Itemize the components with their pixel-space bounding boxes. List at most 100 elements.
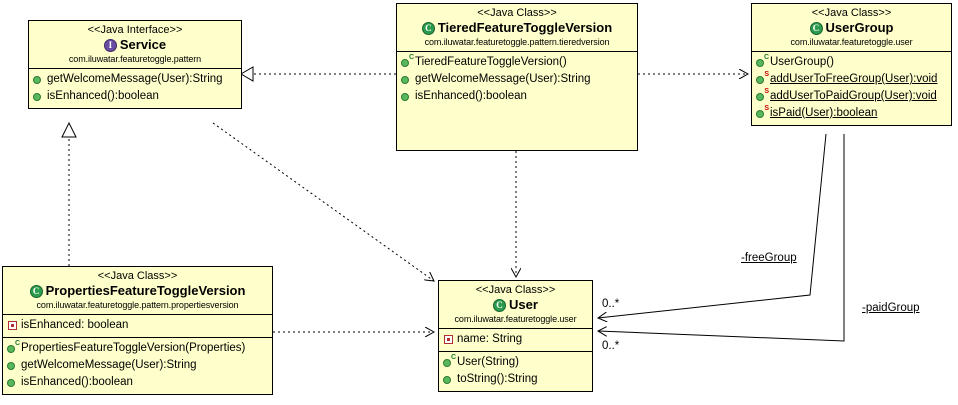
methods-compartment: C PropertiesFeatureToggleVersion(Propert… <box>3 338 272 394</box>
method-row[interactable]: getWelcomeMessage(User):String <box>29 71 241 88</box>
method-label: getWelcomeMessage(User):String <box>47 73 223 85</box>
constructor-badge: C <box>450 354 456 361</box>
method-row[interactable]: toString():String <box>439 371 592 388</box>
constructor-method-icon: C <box>7 340 20 354</box>
class-box-service[interactable]: <<Java Interface>> I Service com.iluwata… <box>28 20 242 109</box>
class-name-label: User <box>509 297 538 312</box>
method-row[interactable]: getWelcomeMessage(User):String <box>397 71 637 88</box>
method-label: User(String) <box>457 356 519 368</box>
class-header-usergroup: <<Java Class>> C UserGroup com.iluwatar.… <box>752 4 951 52</box>
class-icon: C <box>29 284 43 298</box>
static-method-icon: S <box>756 71 769 85</box>
package-label: com.iluwatar.featuretoggle.user <box>454 314 577 324</box>
method-icon <box>401 91 412 102</box>
method-label: getWelcomeMessage(User):String <box>415 73 591 85</box>
constructor-method-icon: C <box>756 54 769 68</box>
constructor-badge: C <box>763 54 769 61</box>
class-title-row: C TieredFeatureToggleVersion <box>401 20 633 36</box>
constructor-badge: C <box>14 340 20 347</box>
class-box-properties-feature-toggle-version[interactable]: <<Java Class>> C PropertiesFeatureToggle… <box>2 266 273 395</box>
class-header-user: <<Java Class>> C User com.iluwatar.featu… <box>439 281 592 329</box>
static-method-icon: S <box>756 105 769 119</box>
method-icon <box>33 74 44 85</box>
constructor-badge: C <box>408 54 414 61</box>
method-label: addUserToFreeGroup(User):void <box>770 73 938 85</box>
method-row[interactable]: S isPaid(User):boolean <box>752 105 951 122</box>
methods-compartment: C User(String) toString():String <box>439 352 592 391</box>
multiplicity-label-paid-group: 0..* <box>602 340 620 352</box>
stereotype-label: <<Java Class>> <box>811 7 892 19</box>
stereotype-label: <<Java Class>> <box>475 284 556 296</box>
class-box-usergroup[interactable]: <<Java Class>> C UserGroup com.iluwatar.… <box>751 3 952 126</box>
class-name-label: Service <box>119 37 167 52</box>
method-label: isEnhanced():boolean <box>21 376 133 388</box>
method-row[interactable]: getWelcomeMessage(User):String <box>3 357 272 374</box>
method-row[interactable]: isEnhanced():boolean <box>29 88 241 105</box>
method-row[interactable]: C TieredFeatureToggleVersion() <box>397 54 637 71</box>
stereotype-label: <<Java Class>> <box>97 270 178 282</box>
class-icon: C <box>421 21 435 35</box>
fields-compartment: isEnhanced: boolean <box>3 315 272 338</box>
method-icon <box>33 91 44 102</box>
method-label: isEnhanced():boolean <box>47 90 159 102</box>
class-box-tiered-feature-toggle-version[interactable]: <<Java Class>> C TieredFeatureToggleVers… <box>396 3 638 151</box>
method-label: PropertiesFeatureToggleVersion(Propertie… <box>21 342 246 354</box>
package-label: com.iluwatar.featuretoggle.user <box>790 37 913 47</box>
method-row[interactable]: C PropertiesFeatureToggleVersion(Propert… <box>3 340 272 357</box>
method-icon <box>7 377 18 388</box>
edge-usergroup-paidgroup-user <box>598 134 845 342</box>
method-icon <box>401 74 412 85</box>
class-header-service: <<Java Interface>> I Service com.iluwata… <box>29 21 241 69</box>
field-label: name: String <box>457 333 523 345</box>
method-row[interactable]: S addUserToPaidGroup(User):void <box>752 88 951 105</box>
class-icon: C <box>493 298 507 312</box>
stereotype-label: <<Java Class>> <box>477 7 557 19</box>
multiplicity-label-free-group: 0..* <box>602 298 620 310</box>
constructor-method-icon: C <box>443 354 456 368</box>
method-icon <box>7 360 18 371</box>
static-badge: S <box>764 105 769 112</box>
package-label: com.iluwatar.featuretoggle.pattern.tiere… <box>424 37 610 47</box>
method-row[interactable]: C UserGroup() <box>752 54 951 71</box>
field-row[interactable]: name: String <box>439 331 592 348</box>
constructor-method-icon: C <box>401 54 414 68</box>
static-badge: S <box>764 71 769 78</box>
method-label: isPaid(User):boolean <box>770 107 878 119</box>
edge-service-depends-user <box>212 122 434 281</box>
method-row[interactable]: S addUserToFreeGroup(User):void <box>752 71 951 88</box>
method-label: toString():String <box>457 373 538 385</box>
class-header-properties: <<Java Class>> C PropertiesFeatureToggle… <box>3 267 272 315</box>
class-name-label: UserGroup <box>825 20 894 35</box>
methods-compartment: getWelcomeMessage(User):String isEnhance… <box>29 69 241 108</box>
static-method-icon: S <box>756 88 769 102</box>
class-box-user[interactable]: <<Java Class>> C User com.iluwatar.featu… <box>438 280 593 392</box>
class-title-row: I Service <box>33 37 237 53</box>
class-icon: C <box>809 21 823 35</box>
method-label: getWelcomeMessage(User):String <box>21 359 197 371</box>
class-title-row: C User <box>443 297 588 313</box>
edge-usergroup-freegroup-user <box>598 133 827 318</box>
class-title-row: C UserGroup <box>756 20 947 36</box>
static-badge: S <box>764 88 769 95</box>
method-row[interactable]: C User(String) <box>439 354 592 371</box>
method-label: UserGroup() <box>770 56 834 68</box>
field-row[interactable]: isEnhanced: boolean <box>3 317 272 334</box>
class-name-label: PropertiesFeatureToggleVersion <box>45 283 246 298</box>
association-label-free-group: -freeGroup <box>741 252 797 264</box>
edge-tiered-realizes-service <box>240 66 396 82</box>
method-row[interactable]: isEnhanced():boolean <box>3 374 272 391</box>
method-label: addUserToPaidGroup(User):void <box>770 90 937 102</box>
methods-compartment: C UserGroup() S addUserToFreeGroup(User)… <box>752 52 951 125</box>
association-label-paid-group: -paidGroup <box>862 302 920 314</box>
field-label: isEnhanced: boolean <box>21 319 129 331</box>
stereotype-label: <<Java Interface>> <box>87 24 183 36</box>
private-field-icon <box>8 321 17 330</box>
method-label: TieredFeatureToggleVersion() <box>415 56 567 68</box>
methods-compartment: C TieredFeatureToggleVersion() getWelcom… <box>397 52 637 108</box>
package-label: com.iluwatar.featuretoggle.pattern.prope… <box>36 300 239 310</box>
class-header-tiered: <<Java Class>> C TieredFeatureToggleVers… <box>397 4 637 52</box>
class-name-label: TieredFeatureToggleVersion <box>437 20 613 35</box>
method-row[interactable]: isEnhanced():boolean <box>397 88 637 105</box>
